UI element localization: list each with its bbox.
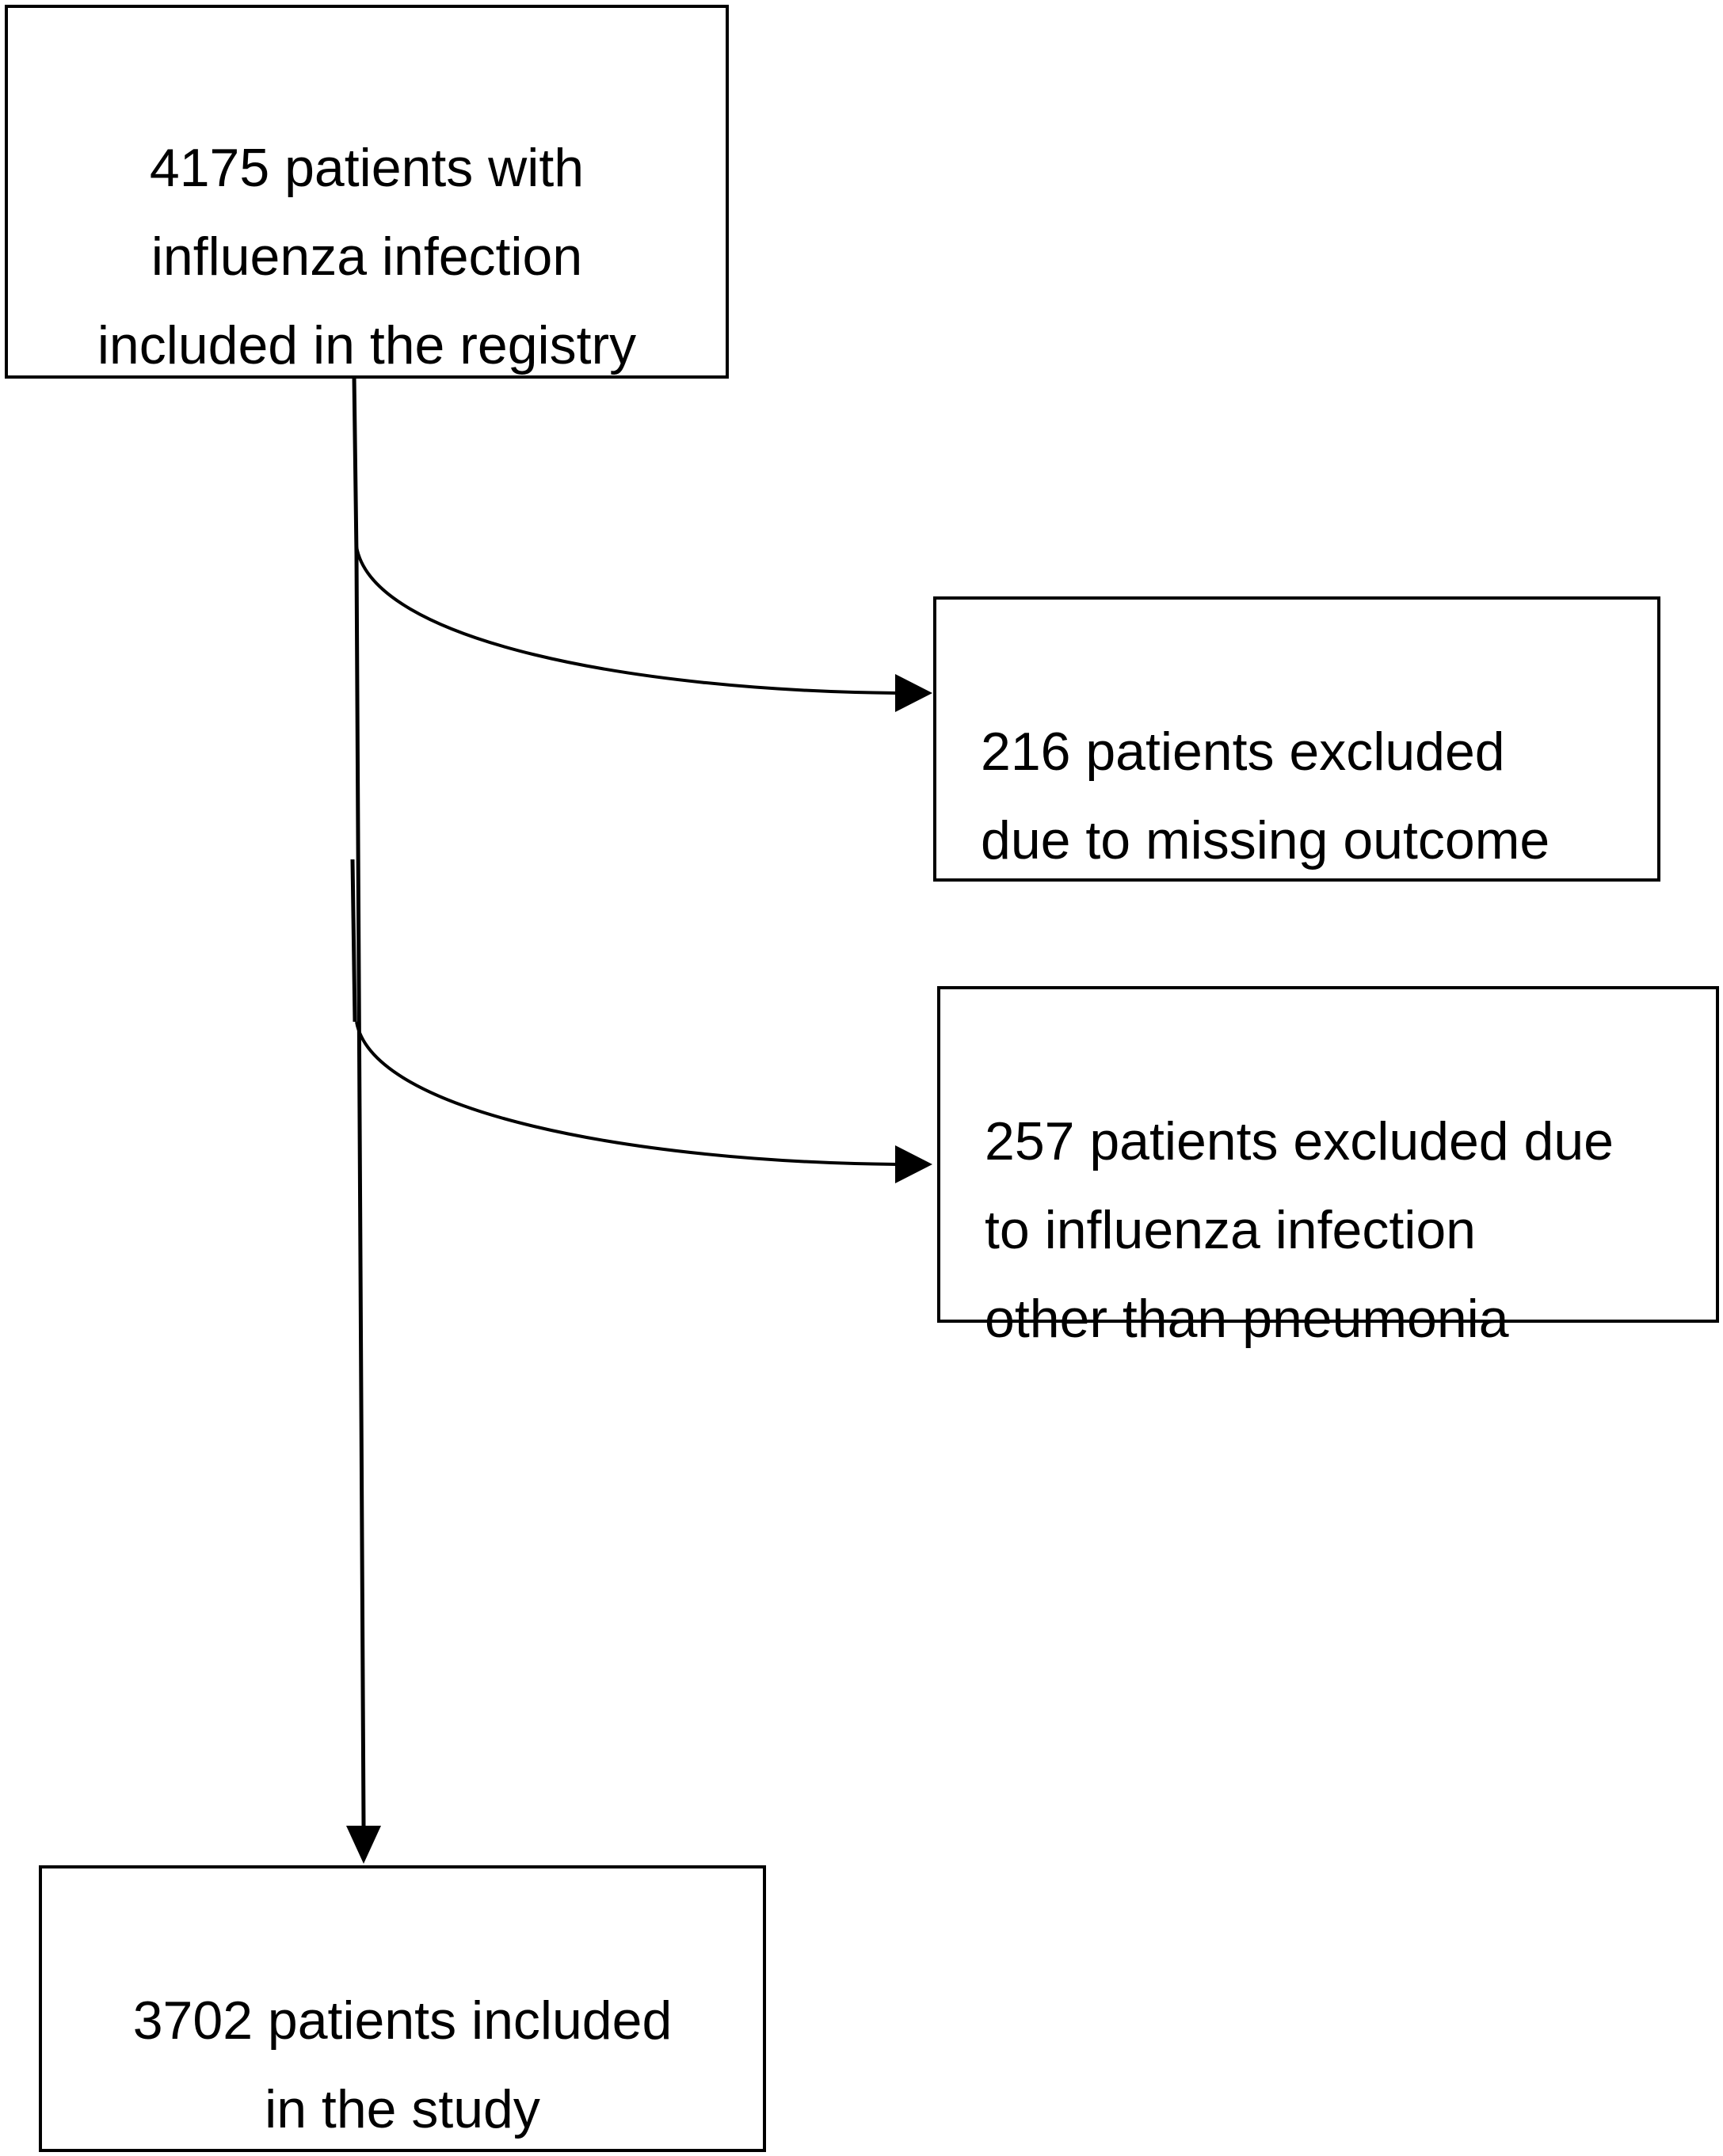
- included-study-text: 3702 patients included in the study: [132, 1990, 673, 2139]
- excluded-missing-outcome-text: 216 patients excluded due to missing out…: [981, 722, 1550, 870]
- excluded-other-infection-box: 257 patients excluded due to influenza i…: [937, 986, 1719, 1349]
- registry-box-text: 4175 patients with influenza infection i…: [97, 138, 637, 375]
- excluded-missing-outcome-box: 216 patients excluded due to missing out…: [933, 596, 1660, 882]
- arrow-head-other: [895, 1145, 932, 1183]
- branch-curve-other: [355, 1021, 898, 1166]
- secondary-flow-line: [350, 859, 357, 1023]
- arrow-head-missing: [895, 674, 932, 712]
- branch-curve-missing: [355, 546, 898, 695]
- excluded-other-infection-text: 257 patients excluded due to influenza i…: [985, 1111, 1614, 1349]
- registry-box: 4175 patients with influenza infection i…: [5, 5, 729, 379]
- included-study-box: 3702 patients included in the study: [39, 1865, 766, 2152]
- arrow-head-included: [346, 1826, 381, 1864]
- main-flow-line: [352, 375, 366, 1827]
